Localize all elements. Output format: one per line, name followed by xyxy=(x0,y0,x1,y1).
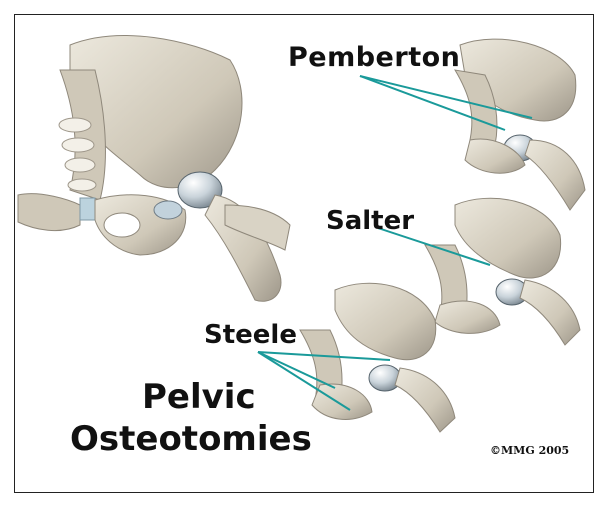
salter-pelvis-illustration xyxy=(425,198,580,345)
pemberton-label: Pemberton xyxy=(288,44,460,71)
steele-pelvis-illustration xyxy=(300,283,455,432)
copyright-notice: ©MMG 2005 xyxy=(490,444,569,457)
title-line-2: Osteotomies xyxy=(70,422,312,456)
salter-label: Salter xyxy=(326,208,414,234)
large-pelvis-illustration xyxy=(18,36,290,302)
title-line-1: Pelvic xyxy=(142,380,256,414)
pemberton-pelvis-illustration xyxy=(455,39,585,210)
steele-label: Steele xyxy=(204,322,297,348)
